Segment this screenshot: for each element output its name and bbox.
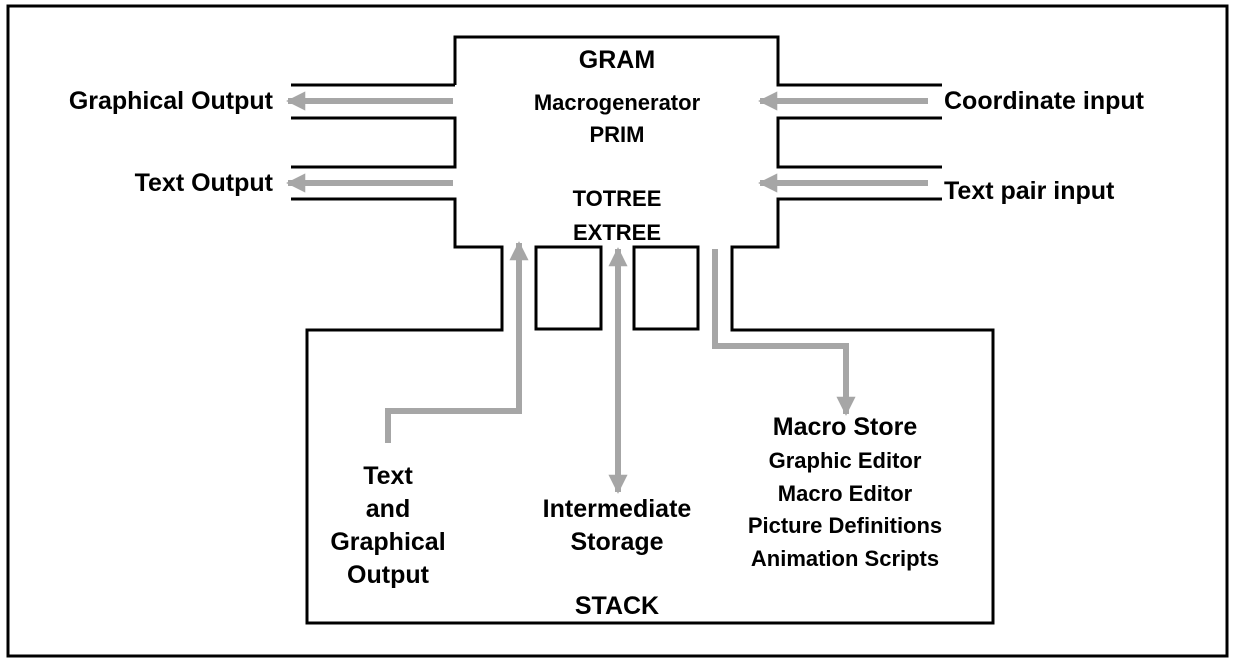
extree-label: EXTREE [573,220,661,245]
prim-label: PRIM [590,122,645,147]
coordinate-input-label: Coordinate input [944,87,1145,115]
text-pair-input-label: Text pair input [944,177,1115,205]
output-to-gram-arrow [385,241,529,443]
totree-label: TOTREE [573,186,662,211]
graphical-output-label: Graphical Output [69,87,274,115]
macro-store-arrow [712,249,856,416]
macro-store-item: Graphic Editor [769,448,922,473]
macro-store-item: Macro Editor [778,481,913,506]
intermediate-storage-line-1: Intermediate [543,495,692,523]
text-output-label: Text Output [135,169,274,197]
outer-border [6,4,1229,658]
gram-title: GRAM [579,46,655,74]
macro-store-item: Animation Scripts [751,546,939,571]
connector-box-right [632,245,700,331]
connector-box-left [534,245,603,331]
macrogenerator-label: Macrogenerator [534,90,701,115]
text-graphical-output-line-2: and [366,495,410,523]
macro-store-title: Macro Store [773,413,918,441]
stack-title: STACK [575,592,659,620]
text-graphical-output-line-3: Graphical [330,528,445,556]
text-graphical-output-line-4: Output [347,561,430,589]
macro-store-item: Picture Definitions [748,513,942,538]
gram-box [291,35,995,625]
text-graphical-output-line-1: Text [363,462,413,490]
intermediate-storage-line-2: Storage [570,528,663,556]
